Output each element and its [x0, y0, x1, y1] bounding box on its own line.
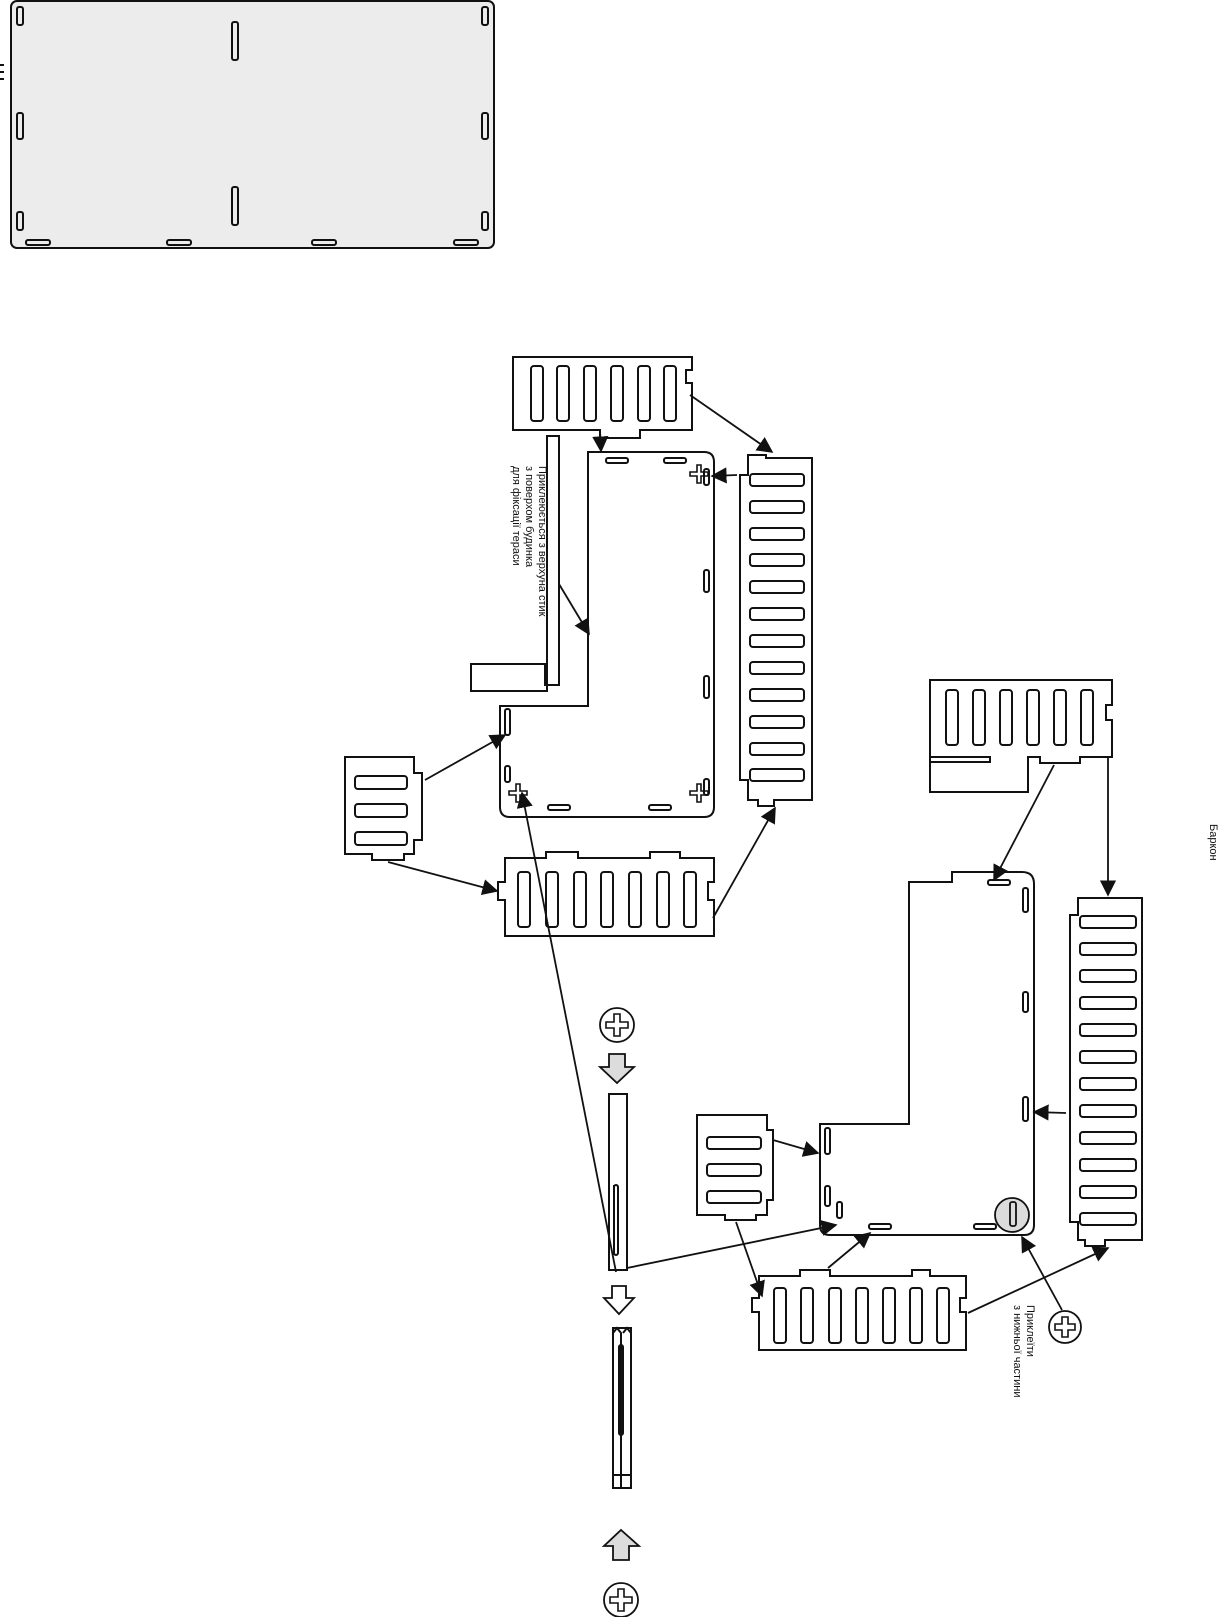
arrow-down-icon: [597, 1053, 637, 1085]
glue-bottom-note-line2: з нижньої частини: [1011, 1305, 1023, 1398]
glue-top-note-line3: для фіксації тераси: [510, 466, 522, 566]
arrow-down-icon: [601, 1285, 637, 1316]
upper-bottom-railing: [497, 851, 715, 937]
plus-marker-icon: [689, 464, 709, 484]
upper-l-strip: [470, 435, 560, 692]
lower-floor-plate: [819, 871, 1035, 1236]
plus-marker-icon: [1048, 1310, 1082, 1344]
plus-marker-icon: [689, 783, 709, 803]
plus-marker-icon: [599, 1007, 635, 1043]
plus-marker-icon: [603, 1582, 639, 1617]
upper-left-railing: [344, 756, 423, 861]
part-name-label: Баркон: [1207, 824, 1219, 861]
plus-marker-icon: [508, 783, 528, 803]
glue-spot-icon: [994, 1197, 1030, 1233]
lower-bottom-railing: [751, 1269, 967, 1351]
glue-top-note-line2: з поверхом будинка: [523, 466, 535, 568]
base-panel: [10, 0, 495, 249]
glue-bottom-note-line1: Приклеїти: [1024, 1305, 1036, 1357]
upper-top-railing: [512, 356, 693, 439]
arrow-up-icon: [601, 1528, 642, 1561]
lower-top-railing: [929, 679, 1113, 793]
lower-right-railing: [1069, 897, 1143, 1247]
post-upper: [608, 1093, 628, 1271]
lower-left-railing: [696, 1114, 774, 1221]
glue-top-note-line1: Приклеюється з верхуна стик: [536, 466, 548, 617]
assembly-arrows: [387, 394, 1117, 1314]
upper-right-railing: [739, 454, 813, 807]
post-lower: [612, 1326, 632, 1489]
